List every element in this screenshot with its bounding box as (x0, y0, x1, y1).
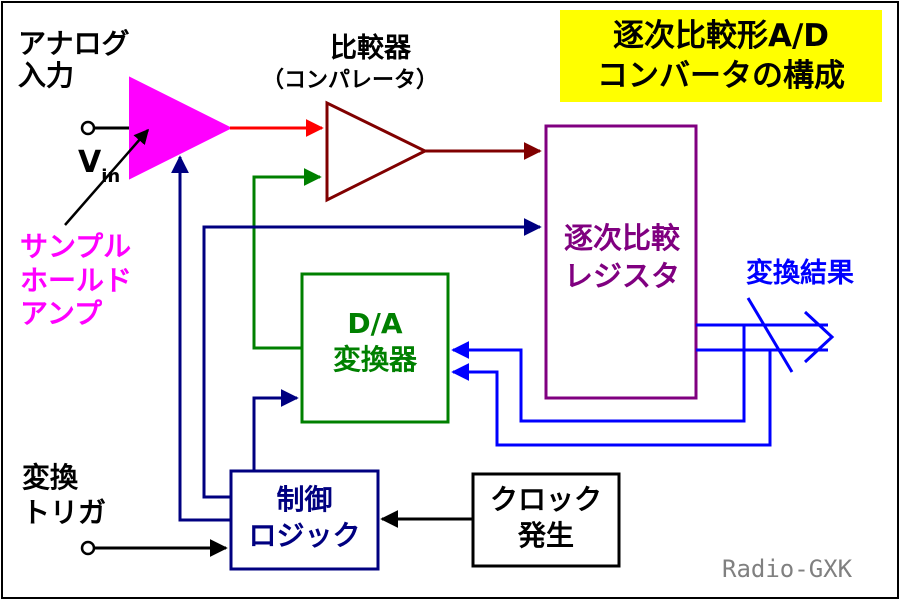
trigger-terminal (80, 540, 96, 556)
title-line-1: 逐次比較形A/D (612, 18, 830, 54)
analog-input-label: アナログ 入力 (18, 27, 130, 93)
sar-to-dac-arrow-inner (451, 325, 746, 423)
title-line-2: コンバータの構成 (597, 58, 845, 94)
dac-to-comparator-arrow (252, 168, 322, 350)
sample-hold-amp (129, 76, 233, 180)
dac-label: D/A 変換器 (332, 307, 417, 377)
comparator (325, 100, 429, 203)
sar-box (544, 124, 698, 400)
clock-box (471, 472, 621, 568)
vin-label: Vin (78, 145, 120, 187)
result-bus-arrowhead (803, 310, 835, 364)
diagram-title: 逐次比較形A/D コンバータの構成 (560, 16, 882, 96)
result-label: 変換結果 (746, 258, 854, 289)
vin-main: V (78, 145, 102, 180)
control-logic-box (229, 469, 380, 571)
trigger-label: 変換 トリガ (22, 461, 107, 529)
comparator-label: 比較器 (330, 33, 411, 64)
clock-label: クロック 発生 (489, 483, 602, 553)
control-to-dac-arrow (252, 389, 299, 471)
analog-input-terminal (80, 120, 96, 136)
vin-subscript: in (101, 166, 121, 187)
control-to-sar-arrow (202, 218, 542, 499)
comparator-sub-label: （コンパレータ） (262, 68, 439, 93)
sample-hold-label: サンプル ホールド アンプ (20, 230, 133, 331)
title-box (560, 10, 882, 102)
bus-slash (746, 297, 794, 373)
control-logic-label: 制御 ロジック (248, 483, 361, 553)
dac-box (300, 272, 450, 424)
sar-to-dac-arrow-outer (451, 350, 772, 447)
sar-label: 逐次比較 レジスタ (563, 221, 680, 293)
watermark: Radio-GXK (722, 555, 853, 583)
control-to-sha-arrow (171, 155, 231, 522)
sha-pointer-arrow (64, 128, 149, 226)
